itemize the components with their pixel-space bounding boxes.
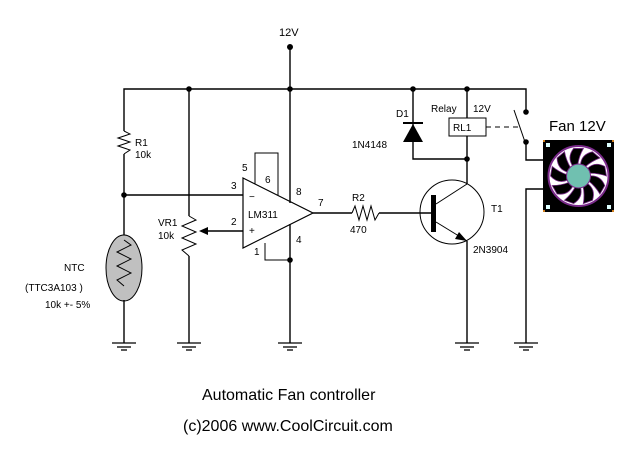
supply-terminal <box>287 44 293 50</box>
d1-triangle <box>403 124 423 142</box>
r2-zigzag <box>351 204 380 222</box>
emitter-arrow-icon <box>455 232 467 241</box>
fan-screw <box>607 205 611 209</box>
ground-icon <box>514 342 538 351</box>
t1-ref: T1 <box>491 204 503 215</box>
transistor-t1: T1 2N3904 <box>419 179 508 256</box>
pin2-label: 2 <box>231 217 237 228</box>
relay-rl1: RL1 Relay 12V <box>431 89 529 184</box>
pin6-label: 6 <box>265 175 271 186</box>
wire <box>123 88 527 131</box>
pin3-label: 3 <box>231 181 237 192</box>
supply-12v: 12V <box>279 27 299 89</box>
vr1-zigzag <box>180 215 198 257</box>
resistor-r2: R2 470 <box>313 193 433 236</box>
switch-contact <box>523 109 529 115</box>
r1-zigzag <box>116 130 132 155</box>
pin5-6-loop <box>254 152 279 195</box>
fan-blade <box>587 175 606 195</box>
pin5-label: 5 <box>242 163 248 174</box>
fan-blade <box>586 163 608 177</box>
ground-icon <box>278 342 302 351</box>
vr1-ref: VR1 <box>158 218 178 229</box>
r2-value: 470 <box>350 225 367 236</box>
fan-screw <box>546 205 550 209</box>
pin7-label: 7 <box>318 198 324 209</box>
ground-icon <box>177 342 201 351</box>
pin1-label: 1 <box>254 247 260 258</box>
relay-switch-blade <box>513 109 526 143</box>
wire-fan-neg <box>525 188 543 343</box>
fan-screw <box>546 143 550 147</box>
vr1-value: 10k <box>158 231 175 242</box>
relay-voltage: 12V <box>473 104 491 115</box>
ntc-spec: 10k +- 5% <box>45 300 90 311</box>
ntc-name: NTC <box>64 263 85 274</box>
opamp-minus: − <box>249 192 255 203</box>
fan-screw <box>607 143 611 147</box>
fan-blade <box>550 165 569 182</box>
diode-d1: D1 1N4148 <box>352 89 467 160</box>
resistor-r1: R1 10k <box>116 130 152 161</box>
top-rail <box>123 86 527 195</box>
fan-corner <box>543 210 545 212</box>
ntc-body <box>105 234 143 302</box>
t1-part: 2N3904 <box>473 245 508 256</box>
r1-ref: R1 <box>135 138 148 149</box>
wire <box>412 89 467 160</box>
t1-base-bar <box>431 195 436 232</box>
t1-envelope <box>419 179 485 245</box>
pin8-label: 8 <box>296 187 302 198</box>
d1-ref: D1 <box>396 109 409 120</box>
r2-ref: R2 <box>352 193 365 204</box>
r1-value: 10k <box>135 150 152 161</box>
copyright: (c)2006 www.CoolCircuit.com <box>183 418 393 435</box>
opamp-part: LM311 <box>248 210 278 221</box>
fan-blade <box>569 148 585 167</box>
ground-icon <box>112 342 136 351</box>
fan-corner <box>612 140 614 142</box>
supply-label: 12V <box>279 27 299 39</box>
fan-blade <box>551 181 574 195</box>
junction <box>464 156 470 162</box>
d1-part: 1N4148 <box>352 140 387 151</box>
t1-collector <box>435 183 468 205</box>
thermistor-ntc: NTC (TTC3A103 ) 10k +- 5% <box>25 234 143 311</box>
pin4-label: 4 <box>296 235 302 246</box>
fan-hub-icon <box>566 163 591 189</box>
fan-blade <box>556 150 572 173</box>
potentiometer-vr1: VR1 10k <box>158 89 243 343</box>
ground-icon <box>455 342 479 351</box>
wiper-arrow-icon <box>199 227 208 235</box>
fan-corner <box>543 140 545 142</box>
relay-label: Relay <box>431 104 457 115</box>
fan: Fan 12V <box>543 118 614 212</box>
fan-blade <box>582 182 594 205</box>
ntc-part: (TTC3A103 ) <box>25 283 83 294</box>
ntc-zigzag <box>115 239 133 287</box>
junction <box>287 257 293 263</box>
grounds <box>112 342 538 351</box>
comparator-lm311: LM311 − + 5 6 3 2 8 4 1 7 <box>231 152 324 261</box>
opamp-body <box>242 177 315 249</box>
fan-blade <box>579 151 601 168</box>
fan-blade <box>563 186 582 205</box>
fan-label: Fan 12V <box>549 118 606 135</box>
opamp-plus: + <box>249 226 255 237</box>
relay-ref: RL1 <box>453 123 472 134</box>
pin1-loop <box>264 243 290 261</box>
fan-blades <box>550 148 608 205</box>
fan-corner <box>612 210 614 212</box>
wire-fan-pos <box>525 142 543 161</box>
diagram-title: Automatic Fan controller <box>202 387 376 404</box>
